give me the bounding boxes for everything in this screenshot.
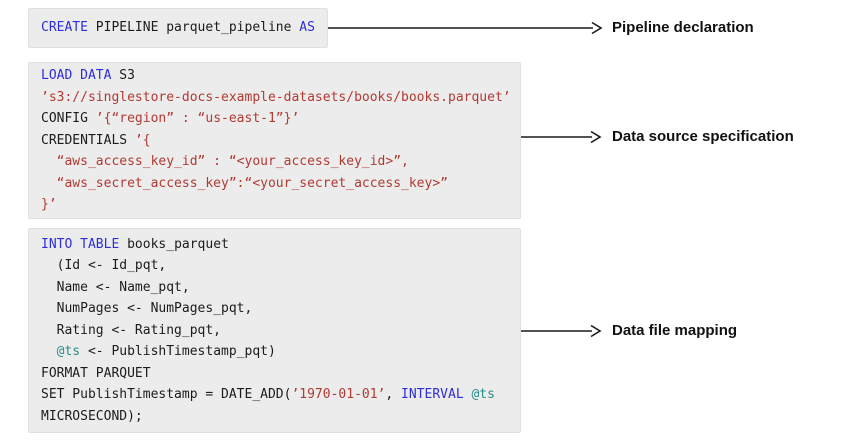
annotation-pipeline-declaration: Pipeline declaration: [612, 19, 754, 36]
code-token-pl: (Id <- Id_pqt,: [41, 258, 167, 274]
code-block-data-file-mapping: INTO TABLE books_parquet (Id <- Id_pqt, …: [28, 228, 521, 433]
code-token-kw: INTO TABLE: [41, 236, 120, 252]
code-token-pl: <- PublishTimestamp_pqt): [80, 344, 276, 360]
right-arrow-icon: [328, 21, 603, 35]
right-arrow-icon: [521, 324, 602, 338]
annotation-data-source-specification: Data source specification: [612, 128, 794, 145]
code-line: “aws_secret_access_key”:“<your_secret_ac…: [41, 173, 511, 195]
code-token-kw: CREATE: [41, 20, 88, 36]
code-line: (Id <- Id_pqt,: [41, 255, 495, 277]
code-token-pl: PIPELINE parquet_pipeline: [87, 20, 300, 36]
right-arrow-icon: [521, 130, 602, 144]
code-token-pl: CONFIG: [41, 111, 96, 127]
code-token-str: }’: [41, 197, 57, 213]
code-token-str: ’s3://singlestore-docs-example-datasets/…: [41, 89, 511, 105]
code-block-data-source-specification: LOAD DATA S3 ’s3://singlestore-docs-examp…: [28, 62, 521, 219]
code-token-str: ’1970-01-01’: [291, 387, 386, 403]
code-line: LOAD DATA S3: [41, 65, 511, 87]
code-line: }’: [41, 194, 511, 216]
code-line: SET PublishTimestamp = DATE_ADD(’1970-01…: [41, 384, 495, 406]
code-line: NumPages <- NumPages_pqt,: [41, 298, 495, 320]
code-token-str: “aws_access_key_id” : “<your_access_key_…: [41, 154, 409, 170]
code-token-kw: LOAD DATA: [41, 68, 112, 84]
code-line: MICROSECOND);: [41, 406, 495, 428]
code-token-pl: NumPages <- NumPages_pqt,: [41, 301, 253, 317]
code-lines-pipeline-declaration: CREATE PIPELINE parquet_pipeline AS: [29, 17, 327, 39]
code-line: FORMAT PARQUET: [41, 363, 495, 385]
annotation-data-file-mapping: Data file mapping: [612, 322, 738, 339]
code-token-pl: S3: [111, 68, 135, 84]
code-token-str: ’{“region” : “us-east-1”}’: [95, 111, 300, 127]
code-line: INTO TABLE books_parquet: [41, 234, 495, 256]
code-line: Name <- Name_pqt,: [41, 277, 495, 299]
code-line: CREDENTIALS ’{: [41, 130, 511, 152]
code-lines-data-source-specification: LOAD DATA S3 ’s3://singlestore-docs-examp…: [29, 65, 523, 216]
code-token-kw: AS: [299, 20, 315, 36]
code-token-pl: Rating <- Rating_pqt,: [41, 322, 222, 338]
code-token-str: ’{: [134, 132, 151, 148]
code-token-kw: INTERVAL: [401, 387, 464, 403]
code-token-pl: CREDENTIALS: [41, 132, 135, 148]
code-token-pl: MICROSECOND);: [41, 408, 143, 424]
code-token-pl: ,: [385, 387, 402, 403]
code-token-pl: books_parquet: [119, 236, 229, 252]
code-line: @ts <- PublishTimestamp_pqt): [41, 341, 495, 363]
code-token-pl: Name <- Name_pqt,: [41, 279, 190, 295]
code-token-pl: FORMAT PARQUET: [41, 365, 151, 381]
code-line: Rating <- Rating_pqt,: [41, 320, 495, 342]
code-lines-data-file-mapping: INTO TABLE books_parquet (Id <- Id_pqt, …: [29, 234, 507, 428]
code-line: ’s3://singlestore-docs-example-datasets/…: [41, 87, 511, 109]
code-token-pl: SET PublishTimestamp = DATE_ADD(: [41, 387, 292, 403]
code-line: CREATE PIPELINE parquet_pipeline AS: [41, 17, 315, 39]
code-token-str: “aws_secret_access_key”:“<your_secret_ac…: [41, 175, 448, 191]
code-line: CONFIG ’{“region” : “us-east-1”}’: [41, 108, 511, 130]
code-line: “aws_access_key_id” : “<your_access_key_…: [41, 151, 511, 173]
code-token-var: @ts: [471, 387, 495, 403]
code-token-pl: [41, 344, 57, 359]
code-block-pipeline-declaration: CREATE PIPELINE parquet_pipeline AS: [28, 8, 328, 48]
code-token-var: @ts: [56, 344, 81, 360]
